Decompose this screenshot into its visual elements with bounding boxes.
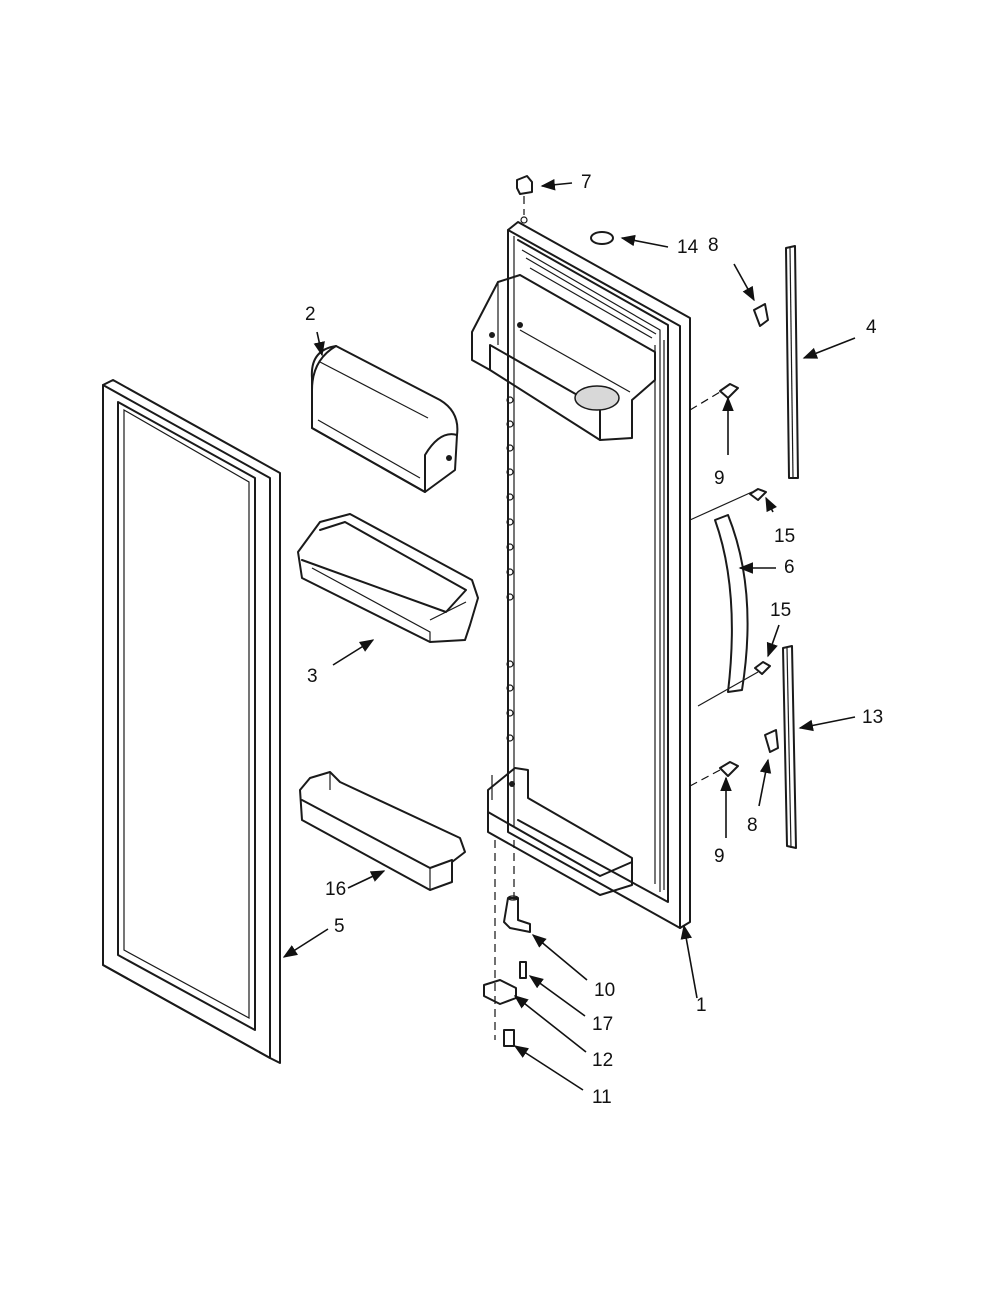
callout-17: 17 [592,1014,613,1035]
callout-4: 4 [866,317,877,338]
hinge-bolt [503,1029,515,1047]
upper-handle-screw [689,383,739,411]
lower-door-bin [299,771,466,891]
callout-7: 7 [581,172,592,193]
callout-8-upper: 8 [708,235,719,256]
callout-2: 2 [305,304,316,325]
callout-9-upper: 9 [714,468,725,489]
callout-14: 14 [677,237,699,258]
door-plug [590,231,614,245]
callout-6: 6 [784,557,795,578]
callout-5: 5 [334,916,345,937]
callout-13: 13 [862,707,883,728]
callout-15-lower: 15 [770,600,791,621]
upper-handle-mount-screw [749,488,767,501]
lower-trim-clip [764,729,779,753]
shelf-pegs [506,396,514,742]
upper-door-trim [785,245,799,479]
callout-1: 1 [696,995,707,1016]
bottom-hinge-pin [503,895,531,933]
lower-handle-mount-screw [754,661,771,675]
dairy-door-bin [310,345,459,493]
door-gasket [102,379,281,1064]
door-bin [297,513,479,643]
callout-9-lower: 9 [714,846,725,867]
callout-12: 12 [592,1050,613,1071]
top-hinge-bushing [516,175,533,224]
callout-11: 11 [592,1087,612,1108]
leader-lines [282,178,856,1091]
callout-16: 16 [325,879,346,900]
callout-15-upper: 15 [774,526,795,547]
callout-8-lower: 8 [747,815,758,836]
callout-3: 3 [307,666,318,687]
callout-10: 10 [594,980,615,1001]
hinge-bracket [483,979,517,1005]
lower-door-trim [782,645,797,849]
lower-handle-screw [689,761,739,787]
hinge-screw [519,961,527,979]
door-assembly [471,221,691,929]
door-handle [689,491,759,707]
upper-trim-clip [753,303,769,327]
